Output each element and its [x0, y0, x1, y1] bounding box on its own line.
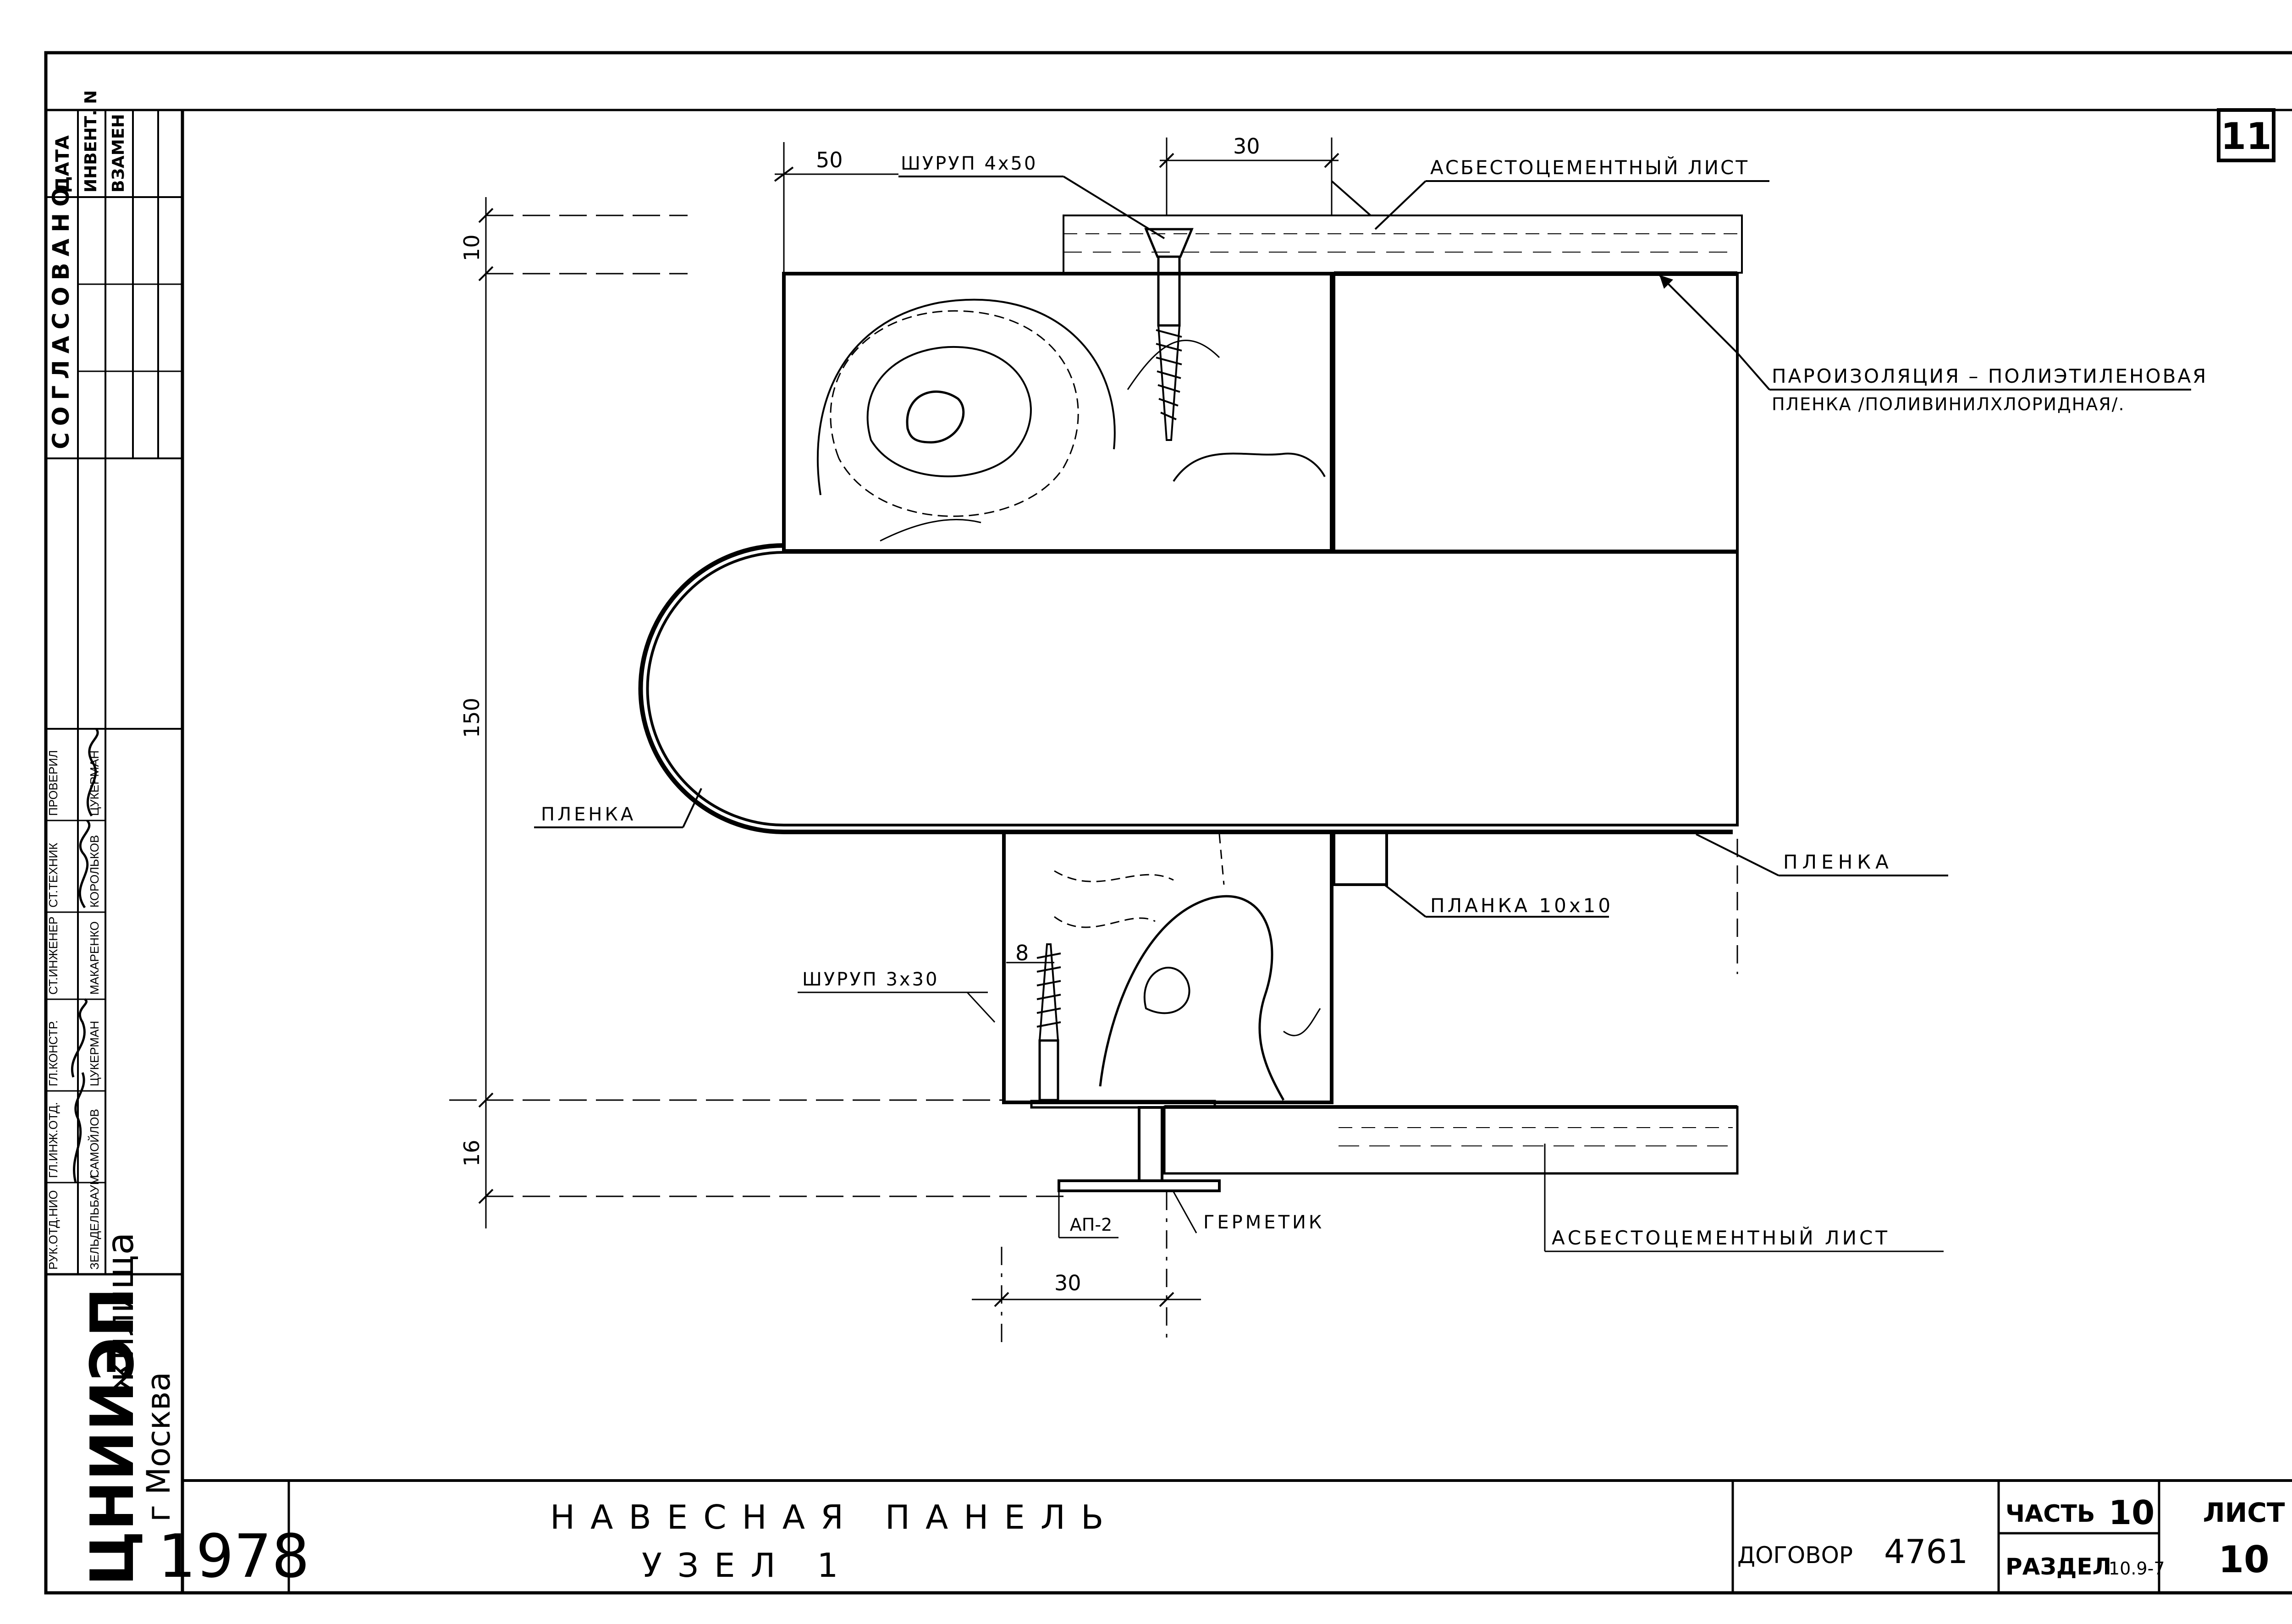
institute-name: ЦНИИЭП	[77, 1288, 147, 1586]
drawing-frame	[44, 51, 2292, 1595]
upper-insulation	[1333, 271, 1739, 552]
dim-150: 150	[459, 698, 484, 738]
role-checked: ПРОВЕРИЛ	[46, 750, 60, 816]
top-wood-bar	[782, 272, 1333, 553]
dimensions: 50 30 10 150 16 8	[449, 134, 1339, 1307]
profile-label: АП-2	[1070, 1215, 1112, 1235]
film-right-label: ПЛЕНКА	[1783, 851, 1893, 873]
signature-4	[86, 728, 99, 817]
role-senior-tech: СТ.ТЕХНИК	[46, 843, 60, 908]
top-leaders: ШУРУП 4х50 АСБЕСТОЦЕМЕНТНЫЙ ЛИСТ	[898, 153, 1769, 239]
sheet-mark-box: 11	[2217, 108, 2275, 162]
detail-section: ПАРОИЗОЛЯЦИЯ – ПОЛИЭТИЛЕНОВАЯ ПЛЕНКА /ПО…	[449, 134, 2208, 1343]
dim-30-top: 30	[1233, 134, 1260, 159]
title-line-2: УЗЕЛ 1	[642, 1546, 854, 1585]
part-label: ЧАСТЬ	[2006, 1500, 2095, 1528]
vapor-barrier-line-2: ПЛЕНКА /ПОЛИВИНИЛХЛОРИДНАЯ/.	[1772, 394, 2125, 414]
inventory-column: ИНВЕНТ. N	[82, 90, 100, 193]
dim-50: 50	[816, 148, 843, 172]
contract-number: 4761	[1884, 1532, 1968, 1571]
top-asbestos-sheet	[1063, 215, 1743, 274]
dim-30-bottom: 30	[1054, 1271, 1081, 1295]
name-2: САМОЙЛОВ	[88, 1109, 101, 1178]
agreed-label: СОГЛАСОВАНО	[48, 181, 74, 449]
title-block: 1978 НАВЕСНАЯ ПАНЕЛЬ УЗЕЛ 1 ДОГОВОР 4761…	[158, 1479, 2292, 1593]
film-left-label: ПЛЕНКА	[541, 804, 636, 825]
main-insulation	[638, 543, 1739, 834]
screw-bottom-label: ШУРУП 3х30	[802, 969, 939, 990]
name-3: ЦУКЕРМАН	[88, 1021, 101, 1086]
bottom-wood-bar	[1002, 830, 1333, 1104]
sealant-label: ГЕРМЕТИК	[1203, 1212, 1324, 1233]
section-label: РАЗДЕЛ	[2006, 1553, 2111, 1580]
asbestos-top-label: АСБЕСТОЦЕМЕНТНЫЙ ЛИСТ	[1430, 156, 1749, 179]
role-chief-eng: ГЛ.ИНЖ.ОТД.	[46, 1102, 60, 1178]
role-head-nio: РУК.ОТД.НИО	[46, 1190, 60, 1270]
signature-2	[71, 998, 88, 1078]
strip-label: ПЛАНКА 10х10	[1430, 894, 1613, 917]
screw-top-label: ШУРУП 4х50	[901, 153, 1037, 174]
signature-1	[73, 1072, 85, 1183]
date-column: ДАТА	[52, 135, 73, 193]
dim-10: 10	[459, 234, 484, 261]
sheet-label: ЛИСТ	[2203, 1497, 2285, 1528]
city: г Москва	[140, 1372, 177, 1522]
section-number: 10.9-7	[2109, 1558, 2165, 1579]
name-6: ЦУКЕРМАН	[88, 750, 101, 816]
name-4: МАКАРЕНКО	[88, 921, 101, 995]
name-5: КОРОЛЬКОВ	[88, 835, 101, 908]
year: 1978	[158, 1521, 310, 1591]
vapor-barrier-line-1: ПАРОИЗОЛЯЦИЯ – ПОЛИЭТИЛЕНОВАЯ	[1772, 365, 2208, 387]
title-line-1: НАВЕСНАЯ ПАНЕЛЬ	[550, 1498, 1119, 1536]
film-leaders: ПЛЕНКА ПЛЕНКА	[534, 788, 1948, 876]
name-1: ЗЕЛЬДЕЛЬБАУМ	[88, 1175, 101, 1270]
role-senior-eng: СТ.ИНЖЕНЕР	[46, 917, 60, 995]
t-profile	[1030, 1100, 1221, 1192]
side-stamp: СОГЛАСОВАНО ДАТА ИНВЕНТ. N ВЗАМЕН РУК.ОТ…	[46, 90, 182, 1586]
bottom-screw	[1036, 943, 1061, 1101]
dim-16: 16	[459, 1140, 484, 1167]
strip-10x10: ПЛАНКА 10х10	[1333, 831, 1613, 918]
contract-label: ДОГОВОР	[1737, 1542, 1853, 1569]
bottom-asbestos-sheet	[1163, 1105, 1739, 1175]
part-number: 10	[2109, 1493, 2154, 1532]
center-lines	[1001, 839, 1738, 1343]
vapor-barrier-leader: ПАРОИЗОЛЯЦИЯ – ПОЛИЭТИЛЕНОВАЯ ПЛЕНКА /ПО…	[1658, 274, 2208, 414]
sheet-mark: 11	[2220, 115, 2271, 158]
role-chief-constr: ГЛ.КОНСТР.	[46, 1020, 60, 1086]
signature-3	[78, 820, 91, 908]
top-screw	[1144, 228, 1194, 441]
sheet-number: 10	[2218, 1538, 2269, 1581]
institute-suffix: жилища	[99, 1232, 142, 1393]
asbestos-bottom-label: АСБЕСТОЦЕМЕНТНЫЙ ЛИСТ	[1552, 1226, 1890, 1249]
bottom-leaders: АП-2 ГЕРМЕТИК АСБЕСТОЦЕМЕНТНЫЙ ЛИСТ ШУРУ…	[798, 969, 1944, 1252]
replaces-column: ВЗАМЕН	[109, 114, 128, 193]
dim-8: 8	[1015, 941, 1029, 965]
